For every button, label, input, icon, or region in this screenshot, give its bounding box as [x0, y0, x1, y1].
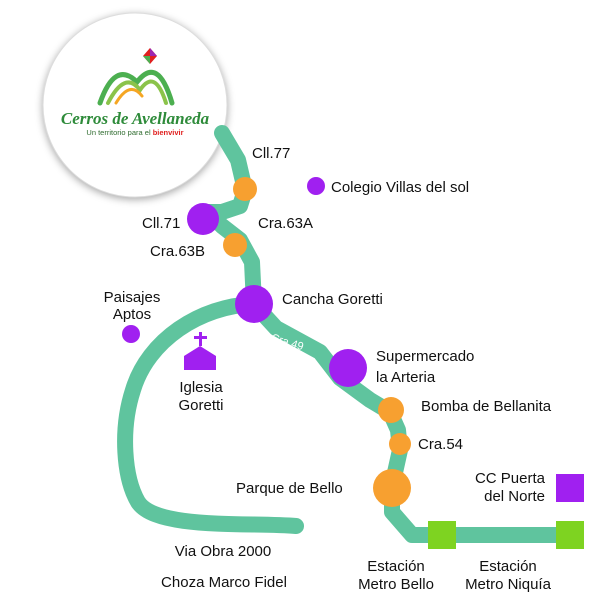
stop-label-parque-bello: Parque de Bello — [236, 480, 343, 497]
stop-label-supermercado: Supermercado — [376, 348, 474, 365]
place-dot-icon[interactable] — [122, 325, 140, 343]
stop-marker-metro-niquia[interactable] — [556, 521, 584, 549]
church-icon[interactable] — [184, 332, 216, 370]
stop-marker-cra63b[interactable] — [223, 233, 247, 257]
stop-label-metro-bello-line2: Metro Bello — [358, 576, 434, 593]
stop-marker-metro-bello[interactable] — [428, 521, 456, 549]
stop-marker-cll71[interactable] — [187, 203, 219, 235]
stop-label-cancha-goretti: Cancha Goretti — [282, 291, 383, 308]
stop-label-bomba: Bomba de Bellanita — [421, 398, 552, 415]
stop-marker-cra54[interactable] — [389, 433, 411, 455]
stop-marker-cancha-goretti[interactable] — [235, 285, 273, 323]
stop-label-cra63a: Cra.63A — [258, 215, 313, 232]
mountains-logo-icon — [97, 48, 175, 106]
logo-tagline: Un territorio para el bienvivir — [86, 128, 183, 137]
stop-label-metro-bello: Estación — [367, 558, 425, 575]
branch-label-choza: Choza Marco Fidel — [161, 574, 287, 591]
place-label-colegio: Colegio Villas del sol — [331, 179, 469, 196]
place-label-cc-puerta: CC Puerta — [475, 470, 546, 487]
stop-marker-supermercado[interactable] — [329, 349, 367, 387]
stop-marker-cll77[interactable] — [233, 177, 257, 201]
logo-title: Cerros de Avellaneda — [61, 109, 210, 128]
labels: Cll.77 Cll.71 Cra.63A Cra.63B Cancha Gor… — [104, 145, 552, 593]
place-label-iglesia-line2: Goretti — [178, 397, 223, 414]
place-dot-icon[interactable] — [307, 177, 325, 195]
place-label-paisajes-line2: Aptos — [113, 306, 151, 323]
branch-label-via-obra: Via Obra 2000 — [175, 543, 271, 560]
place-label-iglesia: Iglesia — [179, 379, 223, 396]
stop-label-metro-niquia-line2: Metro Niquía — [465, 576, 552, 593]
stop-label-supermercado-line2: la Arteria — [376, 369, 436, 386]
stop-marker-parque-bello[interactable] — [373, 469, 411, 507]
stops — [187, 177, 584, 549]
logo-badge: Cerros de Avellaneda Un territorio para … — [42, 12, 228, 198]
places — [122, 177, 584, 502]
stop-label-metro-niquia: Estación — [479, 558, 537, 575]
stop-label-cra63b: Cra.63B — [150, 243, 205, 260]
stop-marker-bomba[interactable] — [378, 397, 404, 423]
place-label-cc-puerta-line2: del Norte — [484, 488, 545, 505]
branch-route — [117, 296, 304, 534]
place-label-paisajes: Paisajes — [104, 289, 161, 306]
shopping-center-icon[interactable] — [556, 474, 584, 502]
stop-label-cll77: Cll.77 — [252, 145, 290, 162]
stop-label-cll71: Cll.71 — [142, 215, 180, 232]
stop-label-cra54: Cra.54 — [418, 436, 463, 453]
